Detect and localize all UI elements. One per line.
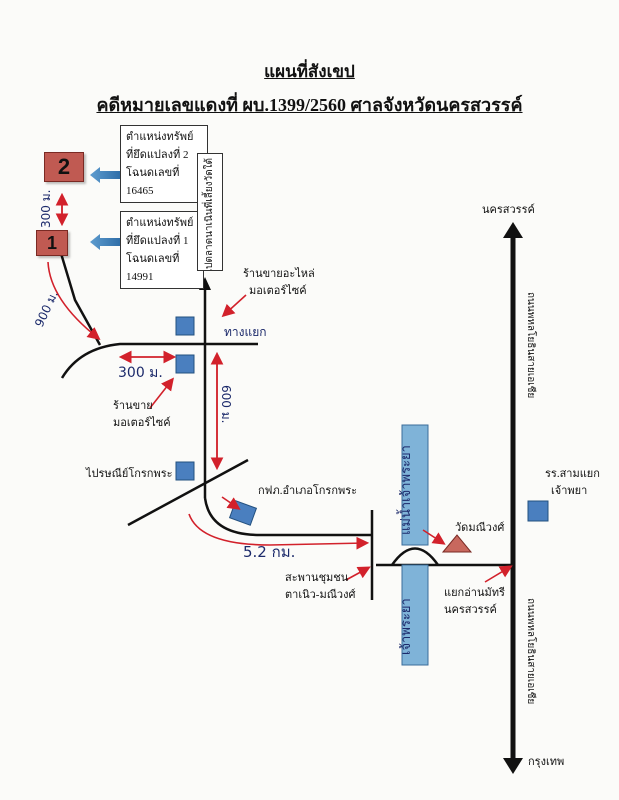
road-label-box: ไปตลาดนาเนินพี่เลี้ยงวัดใต้ [197,153,223,271]
junction-line-2: นครสวรรค์ [444,604,497,616]
highway-road [503,222,523,774]
school-line-1: รร.สามแยก [545,468,600,480]
parcel-2-line-2: ที่ยึดแปลงที่ 2 [126,149,189,161]
dist-to-bridge: 5.2 กม. [243,543,296,561]
bridge-label: สะพานชุมชน ตาเนิว-มณีวงศ์ [285,570,355,604]
bridge-line-2: ตาเนิว-มณีวงศ์ [285,589,356,601]
parcel-1-line-2: ที่ยึดแปลงที่ 1 [126,235,189,247]
red-arrows [47,192,513,583]
bridge-arch [390,547,440,566]
dist-between-parcels: 300 ม. [39,190,53,228]
river-lower [401,564,429,666]
map-title: แผนที่สังเขป [264,62,355,81]
junction-label: แยกอ่านมัทรี นครสวรรค์ [444,585,505,619]
parcel-2-line-3: โฉนดเลขที่ [126,167,180,179]
parcel-1-line-1: ตำแหน่งทรัพย์ [126,217,194,229]
dist-parcel1-road: 900 ม. [32,289,61,330]
spare-parts-shop-line-1: ร้านขายอะไหล่ [243,268,315,280]
parcel-1-deed-number: 14991 [126,271,154,283]
river-label-top: แม่น้ำเจ้าพระยา [396,445,414,535]
north-destination-label: นครสวรรค์ [482,204,535,216]
river-label-bottom: เจ้าพระยา [399,598,414,655]
spare-parts-shop-line-2: มอเตอร์ไซค์ [249,285,307,297]
dist-intersection: 300 ม. [118,365,163,381]
parcel-1-box: ตำแหน่งทรัพย์ ที่ยึดแปลงที่ 1 โฉนดเลขที่… [120,211,204,289]
post-office-label: ไปรษณีย์โกรกพระ [86,468,173,480]
wat-triangle [441,534,473,553]
road-label-text: ไปตลาดนาเนินพี่เลี้ยงวัดใต้ [204,158,215,271]
school-label: รร.สามแยก เจ้าพยา [545,466,600,500]
parcel-1-marker: 1 [36,230,68,256]
wat-label: วัดมณีวงศ์ [455,522,505,534]
highway-label-lower: ถนนพหลโยธินสายเอเชีย [525,598,538,704]
pointer-arrows [90,167,120,250]
school-line-2: เจ้าพยา [551,485,588,497]
spare-parts-shop-label: ร้านขายอะไหล่ มอเตอร์ไซค์ [243,266,315,300]
highway-label-upper: ถนนพหลโยธินสายเอเชีย [525,292,538,398]
moto-shop-line-1: ร้านขาย [113,400,153,412]
moto-shop-label: ร้านขาย มอเตอร์ไซค์ [113,398,171,432]
parcel-2-box: ตำแหน่งทรัพย์ ที่ยึดแปลงที่ 2 โฉนดเลขที่… [120,125,208,203]
parcel-2-line-1: ตำแหน่งทรัพย์ [126,131,194,143]
south-destination-label: กรุงเทพ [528,756,565,768]
case-subtitle: คดีหมายเลขแดงที่ ผบ.1399/2560 ศาลจังหวัด… [96,95,523,115]
bridge-line-1: สะพานชุมชน [285,572,349,584]
river-upper [401,424,429,546]
parcel-1-line-3: โฉนดเลขที่ [126,253,180,265]
crossing-label: ทางแยก [224,325,267,339]
parcel-2-deed-number: 16465 [126,185,154,197]
dist-vertical: 600 ม. [219,385,233,423]
moto-shop-line-2: มอเตอร์ไซค์ [113,417,171,429]
pea-office-label: กฟภ.อำเภอโกรกพระ [258,485,358,497]
parcel-2-marker: 2 [44,152,84,182]
junction-line-1: แยกอ่านมัทรี [444,587,505,599]
